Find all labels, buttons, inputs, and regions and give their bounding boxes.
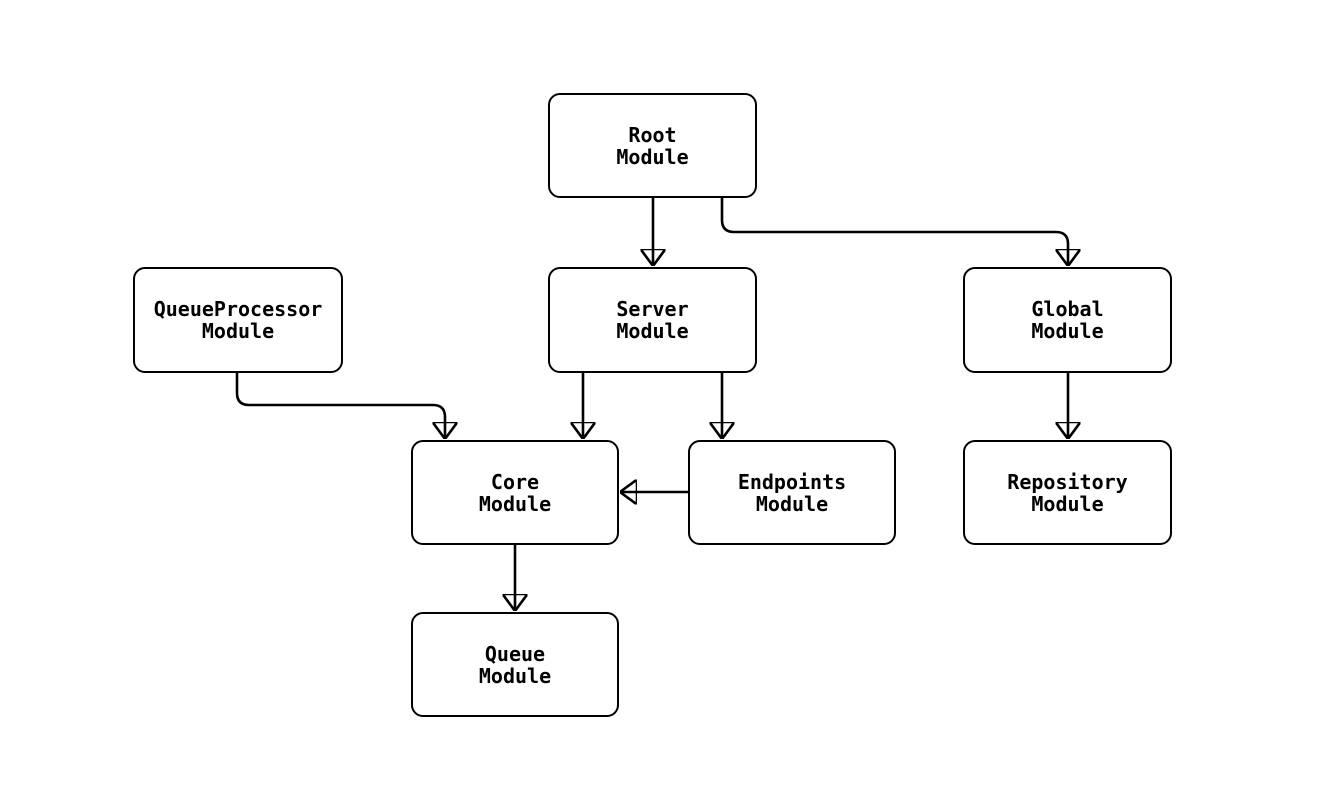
node-queue-module: Queue Module	[411, 612, 619, 717]
node-global-module-label: Global Module	[1031, 297, 1104, 343]
node-queueprocessor-module-label: QueueProcessor Module	[153, 297, 323, 343]
node-endpoints-module-label: Endpoints Module	[737, 469, 847, 516]
edge-queueprocessor-to-core	[235, 373, 445, 438]
node-repository-module: Repository Module	[963, 440, 1172, 545]
node-endpoints-module: Endpoints Module	[688, 440, 896, 545]
node-root-module: Root Module	[548, 93, 757, 198]
node-server-module: Server Module	[548, 267, 757, 373]
node-core-module: Core Module	[411, 440, 619, 545]
node-queueprocessor-module: QueueProcessor Module	[133, 267, 343, 373]
node-repository-module-label: Repository Module	[1007, 469, 1128, 516]
node-core-module-label: Core Module	[478, 469, 552, 516]
node-root-module-label: Root Module	[616, 122, 689, 169]
node-server-module-label: Server Module	[616, 297, 689, 343]
node-global-module: Global Module	[963, 267, 1172, 373]
node-queue-module-label: Queue Module	[478, 641, 552, 688]
edge-root-to-global	[720, 198, 1068, 265]
